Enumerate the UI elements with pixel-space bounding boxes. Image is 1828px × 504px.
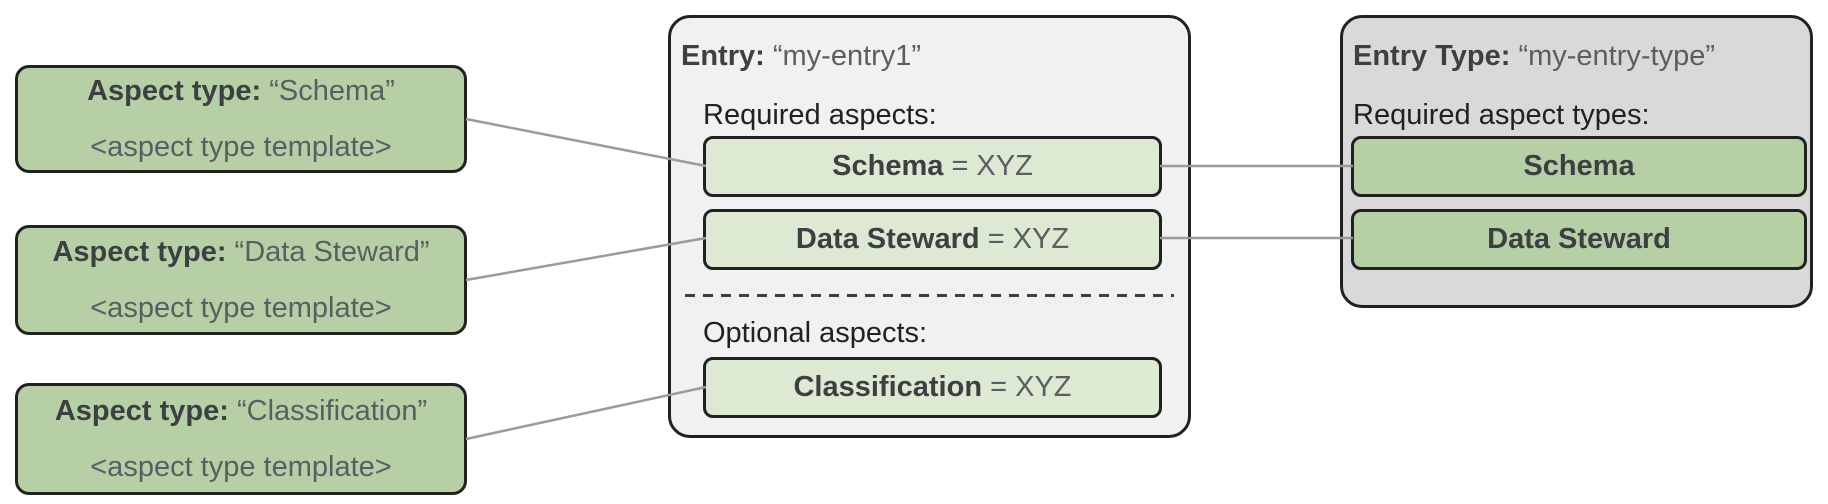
- aspect-name: Classification: [793, 371, 983, 403]
- entry-type-name: “my-entry-type”: [1518, 40, 1716, 72]
- aspect-type-card-title: Aspect type: “Data Steward”: [52, 235, 430, 268]
- aspect-type-box-label: Schema: [1523, 150, 1635, 182]
- aspect-type-card-schema: Aspect type: “Schema” <aspect type templ…: [15, 65, 467, 173]
- aspect-type-name: “Schema”: [269, 74, 395, 107]
- aspect-type-label: Aspect type:: [87, 74, 262, 107]
- aspect-type-label: Aspect type:: [54, 394, 229, 427]
- aspect-type-card-classification: Aspect type: “Classification” <aspect ty…: [15, 383, 467, 495]
- aspect-value: = XYZ: [951, 150, 1033, 182]
- required-optional-divider: [685, 294, 1174, 297]
- aspect-box-data-steward: Data Steward = XYZ: [703, 209, 1162, 270]
- entry-card: Entry: “my-entry1” Required aspects: Sch…: [668, 15, 1191, 438]
- aspect-name: Data Steward: [795, 223, 980, 255]
- aspect-type-template: <aspect type template>: [90, 291, 392, 324]
- entry-type-card-title: Entry Type: “my-entry-type”: [1353, 39, 1715, 73]
- entry-name: “my-entry1”: [772, 40, 922, 72]
- aspect-type-card-data-steward: Aspect type: “Data Steward” <aspect type…: [15, 225, 467, 335]
- aspect-type-label: Aspect type:: [52, 235, 227, 268]
- aspect-type-name: “Data Steward”: [234, 235, 430, 268]
- aspect-type-card-title: Aspect type: “Classification”: [54, 394, 428, 427]
- aspect-type-card-title: Aspect type: “Schema”: [87, 74, 395, 107]
- entry-label: Entry:: [681, 40, 765, 72]
- optional-aspects-heading: Optional aspects:: [703, 317, 928, 349]
- aspect-box-classification: Classification = XYZ: [703, 357, 1162, 418]
- entry-type-card: Entry Type: “my-entry-type” Required asp…: [1340, 15, 1813, 308]
- aspect-name: Schema: [832, 150, 944, 182]
- aspect-type-template: <aspect type template>: [90, 130, 392, 163]
- aspect-type-name: “Classification”: [236, 394, 428, 427]
- entry-card-title: Entry: “my-entry1”: [681, 39, 921, 73]
- aspect-value: = XYZ: [990, 371, 1072, 403]
- entry-type-label: Entry Type:: [1353, 40, 1511, 72]
- aspect-box-schema: Schema = XYZ: [703, 136, 1162, 197]
- aspect-type-box-schema: Schema: [1351, 136, 1807, 197]
- aspect-value: = XYZ: [987, 223, 1070, 255]
- aspect-type-template: <aspect type template>: [90, 450, 392, 483]
- required-aspects-heading: Required aspects:: [703, 99, 937, 131]
- aspect-type-box-label: Data Steward: [1487, 223, 1671, 255]
- required-aspect-types-heading: Required aspect types:: [1353, 99, 1650, 131]
- aspect-type-box-data-steward: Data Steward: [1351, 209, 1807, 270]
